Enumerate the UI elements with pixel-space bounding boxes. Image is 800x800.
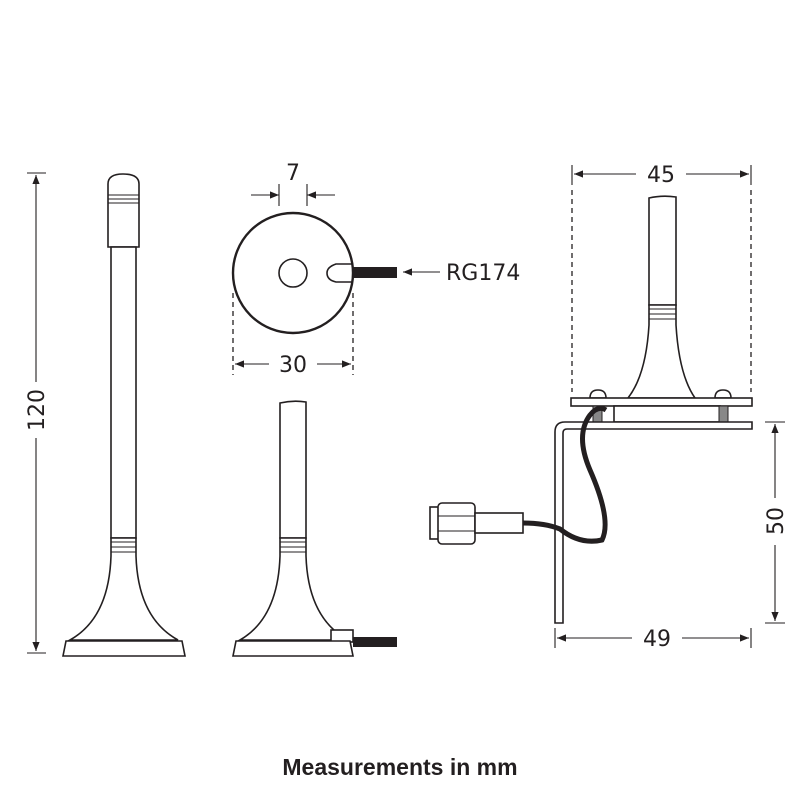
bolt-head (589, 389, 607, 399)
whip-shaft (110, 246, 137, 539)
cable-type-label: RG174 (446, 261, 520, 286)
plate-width-label: 45 (647, 163, 675, 188)
whip-hole (278, 258, 308, 288)
bolt-shaft (718, 405, 729, 423)
bracket-width-label: 49 (643, 627, 671, 652)
sma-connector (429, 502, 524, 545)
antenna-base-plate (570, 397, 753, 407)
full-side-view: 120 (25, 172, 186, 657)
spacer (613, 405, 721, 423)
whip-base-flare (237, 537, 349, 641)
whip-shaft-cut (648, 195, 677, 306)
caption: Measurements in mm (282, 754, 517, 780)
partial-side-view (232, 400, 397, 657)
base-disc (231, 211, 355, 335)
l-bracket (554, 421, 753, 624)
whip-diameter-label: 7 (286, 161, 300, 186)
whip-shaft-cut (279, 400, 307, 539)
base-diameter-label: 30 (279, 353, 307, 378)
cable-exit (326, 263, 353, 283)
base-plate (62, 640, 186, 657)
top-view: 7 RG174 30 (231, 161, 520, 378)
bracket-mount-view: 45 50 49 (429, 163, 789, 652)
whip-base-flare (66, 537, 179, 641)
base-plate (232, 640, 354, 657)
cable (353, 267, 397, 278)
cable (522, 405, 608, 544)
bolt-head (714, 389, 732, 399)
height-dimension: 120 (25, 172, 50, 654)
whip-diameter-dimension: 7 (251, 161, 335, 206)
whip-cap (107, 173, 140, 248)
bracket-height-label: 50 (764, 507, 789, 535)
height-label: 120 (25, 389, 50, 431)
cable (353, 637, 397, 647)
